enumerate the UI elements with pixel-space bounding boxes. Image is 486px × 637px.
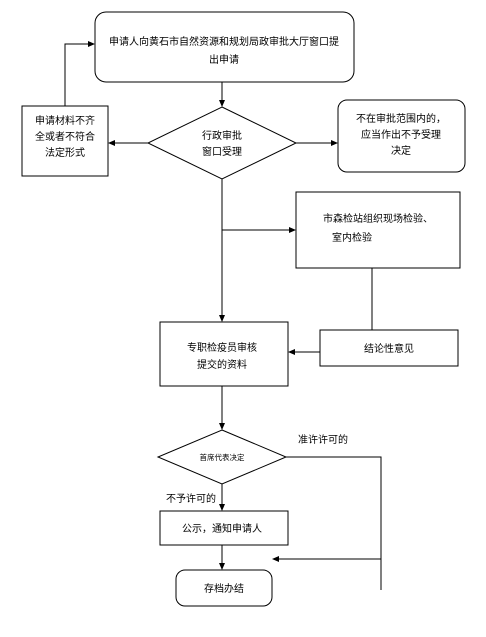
apply-text-2: 出申请	[209, 53, 239, 66]
accept-text-2: 窗口受理	[202, 145, 242, 158]
apply-node	[94, 11, 355, 83]
arrow-head	[272, 556, 279, 562]
arrow-head	[219, 315, 225, 322]
edge-decision-approved	[286, 456, 382, 590]
review-node	[159, 321, 289, 387]
incomplete-text-1: 申请材料不齐	[35, 114, 95, 127]
arrow-head	[108, 140, 115, 146]
edge-incomplete-apply	[64, 43, 89, 106]
rejected-label: 不予许可的	[166, 492, 216, 505]
arrow-head	[219, 504, 225, 511]
arrow-head	[331, 140, 338, 146]
arrow-head	[219, 563, 225, 570]
conclusion-text: 结论性意见	[364, 342, 414, 355]
accept-node	[146, 106, 298, 180]
not-in-scope-text-2: 应当作出不予受理	[361, 128, 441, 141]
apply-text-1: 申请人向黄石市自然资源和规划局政审批大厅窗口提	[109, 35, 339, 48]
conclusion-node	[319, 329, 459, 367]
arrow-head	[288, 349, 295, 355]
notify-node	[159, 510, 289, 546]
accept-text-1: 行政审批	[202, 129, 242, 142]
arrow-head	[219, 100, 225, 107]
notify-text: 公示，通知申请人	[182, 522, 262, 535]
not-in-scope-node	[337, 99, 466, 173]
arrow-head	[219, 423, 225, 430]
not-in-scope-text-1: 不在审批范围内的，	[356, 112, 446, 125]
review-text-1: 专职检疫员审核	[187, 341, 257, 354]
arrow-head	[88, 41, 95, 47]
approved-label: 准许许可的	[298, 433, 348, 446]
incomplete-node	[21, 105, 109, 177]
not-in-scope-text-3: 决定	[391, 144, 411, 157]
arrow-head	[289, 227, 296, 233]
review-text-2: 提交的资料	[197, 358, 247, 371]
incomplete-text-3: 法定形式	[45, 146, 85, 159]
inspection-text-2: 室内检验	[332, 231, 372, 244]
decision-text: 首席代表决定	[200, 452, 245, 462]
incomplete-text-2: 全或者不符合	[35, 130, 95, 143]
archive-text: 存档办结	[204, 582, 244, 595]
inspection-text-1: 市森检站组织现场检验、	[323, 212, 433, 225]
inspection-node	[295, 191, 461, 269]
archive-node	[175, 569, 273, 607]
